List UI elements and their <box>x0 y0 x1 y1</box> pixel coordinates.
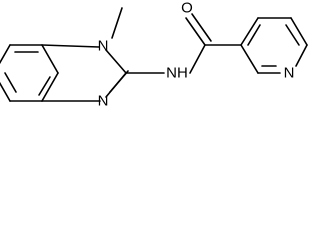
bond-layer <box>0 7 308 102</box>
bond-benzene-4 <box>0 81 11 102</box>
bond-imidazole-double <box>109 70 129 93</box>
atom-label-imine-nitrogen: N <box>98 93 109 110</box>
atom-label-oxygen: O <box>181 0 193 17</box>
atom-label-pyridine-nitrogen: N <box>284 65 295 82</box>
bond-methyl <box>111 7 123 39</box>
bond-benzene-5 <box>0 44 11 65</box>
bond-pyridine-3 <box>290 17 308 46</box>
atom-label-amide-nh: NH <box>166 65 188 82</box>
bond-imidazole-1 <box>41 44 100 48</box>
bond-benzene-2 <box>41 72 59 102</box>
atom-label-layer: N N NH O N <box>98 0 295 110</box>
bond-carbonyl-o-1 <box>185 17 206 46</box>
bond-pyridine-6 <box>240 44 259 74</box>
bond-imidazole-3 <box>105 49 127 74</box>
molecule-diagram: N N NH O N <box>0 0 308 110</box>
bond-pyridine-inner-1 <box>247 24 261 46</box>
bond-pyridine-inner-2 <box>285 24 300 46</box>
molecule-structure: N N NH O N <box>0 0 308 110</box>
bond-benzene-inner-2 <box>4 72 17 93</box>
atom-label-methyl-nitrogen: N <box>98 38 109 55</box>
bond-benzene-1 <box>41 44 59 74</box>
bond-nh-carbonyl <box>189 44 206 74</box>
bond-carbonyl-o-2 <box>191 13 212 42</box>
bond-benzene-inner-3 <box>38 76 51 96</box>
bond-pyridine-4 <box>295 44 308 67</box>
bond-pyridine-1 <box>240 17 259 46</box>
